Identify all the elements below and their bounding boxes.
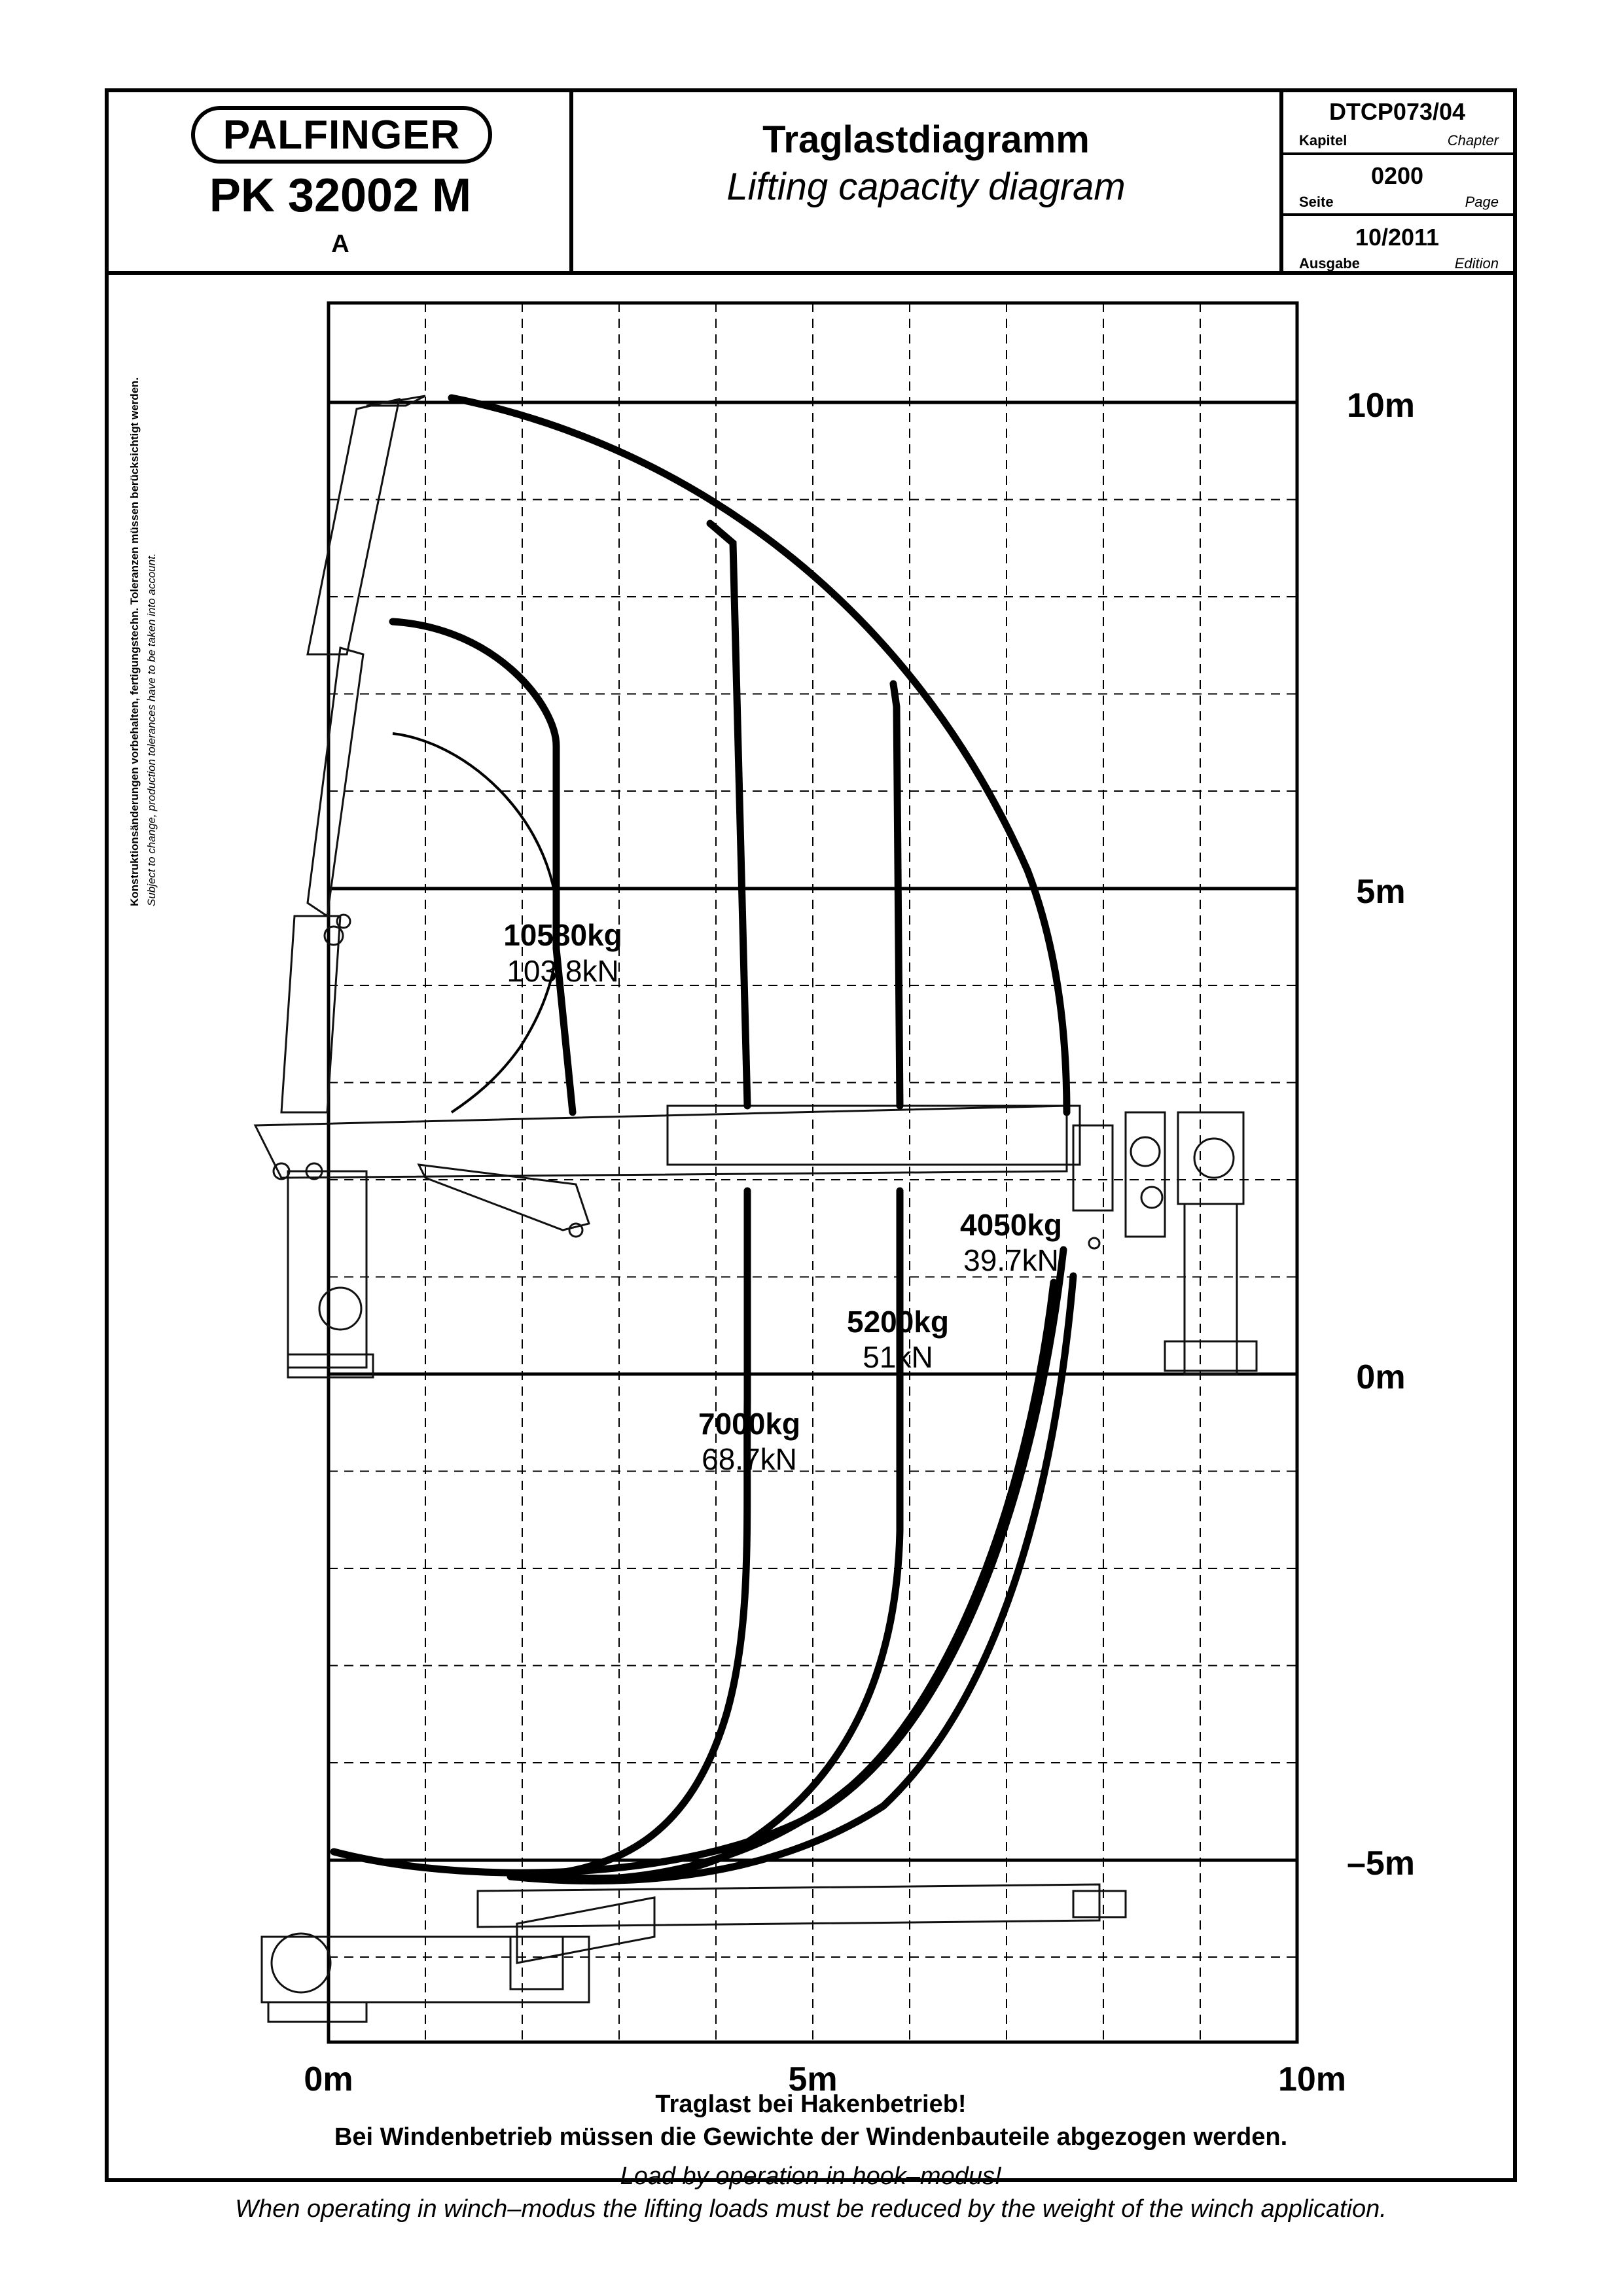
x-tick-0m: 0m [304,2060,353,2098]
edition-label-en: Edition [1454,255,1499,272]
brand-logo: PALFINGER [191,106,492,164]
capacity-curves [330,394,1077,1885]
footer-note-en-2: When operating in winch–modus the liftin… [235,2195,1387,2223]
label-5200-kg: 5200kg [847,1305,949,1339]
y-tick-5m: 5m [1356,873,1405,911]
page-frame [105,88,1517,2182]
chapter-label-en: Chapter [1447,132,1499,149]
x-tick-10m: 10m [1278,2060,1346,2098]
capacity-curve-outer-2 [507,1272,1077,1885]
label-4050-kn: 39.7kN [963,1243,1059,1277]
label-10580-kn: 103.8kN [507,954,618,988]
page-label-en: Page [1465,194,1499,210]
model-variant: A [331,230,349,258]
meta-divider-2 [1279,213,1517,216]
winch-illustration [1124,1111,1258,1375]
crane-upper-illustration [253,395,1114,1379]
footer-note-en-1: Load by operation in hook–modus! [620,2163,1002,2190]
label-7000-kg: 7000kg [698,1407,800,1441]
y-tick-10m: 10m [1347,387,1415,425]
footer-note-de-2: Bei Windenbetrieb müssen die Gewichte de… [334,2123,1288,2151]
brand-logo-text: PALFINGER [223,112,461,158]
title-german: Traglastdiagramm [762,118,1090,161]
capacity-curve-outer [330,1246,1067,1877]
header-divider [105,271,1517,275]
chapter-value: DTCP073/04 [1329,98,1466,125]
plot-border [327,301,1299,2044]
capacity-curve-5200 [533,680,904,1882]
crane-folded-illustration [260,1883,1127,2023]
label-5200-kn: 51kN [863,1340,933,1374]
header-divider-left [569,88,573,275]
x-tick-5m: 5m [788,2060,837,2098]
footer-note-de-1: Traglast bei Hakenbetrieb! [655,2091,967,2118]
y-tick-minus-5m: –5m [1347,1845,1415,1882]
label-7000-kn: 68.7kN [702,1442,797,1476]
model-name: PK 32002 M [209,169,472,222]
header-divider-right [1279,88,1283,275]
edition-label-de: Ausgabe [1299,255,1360,272]
label-4050-kg: 4050kg [960,1208,1062,1242]
meta-divider-1 [1279,152,1517,155]
capacity-curve-4050 [448,394,1071,1884]
chapter-label-de: Kapitel [1299,132,1347,149]
y-tick-0m: 0m [1356,1358,1405,1396]
edition-value: 10/2011 [1355,224,1440,251]
page-value: 0200 [1370,162,1424,189]
page-label-de: Seite [1299,194,1334,210]
capacity-curve-10580 [389,618,577,1116]
title-english: Lifting capacity diagram [726,166,1126,208]
capacity-curve-7000 [520,520,751,1881]
grid [329,303,1297,2042]
label-10580-kg: 10580kg [503,918,622,952]
